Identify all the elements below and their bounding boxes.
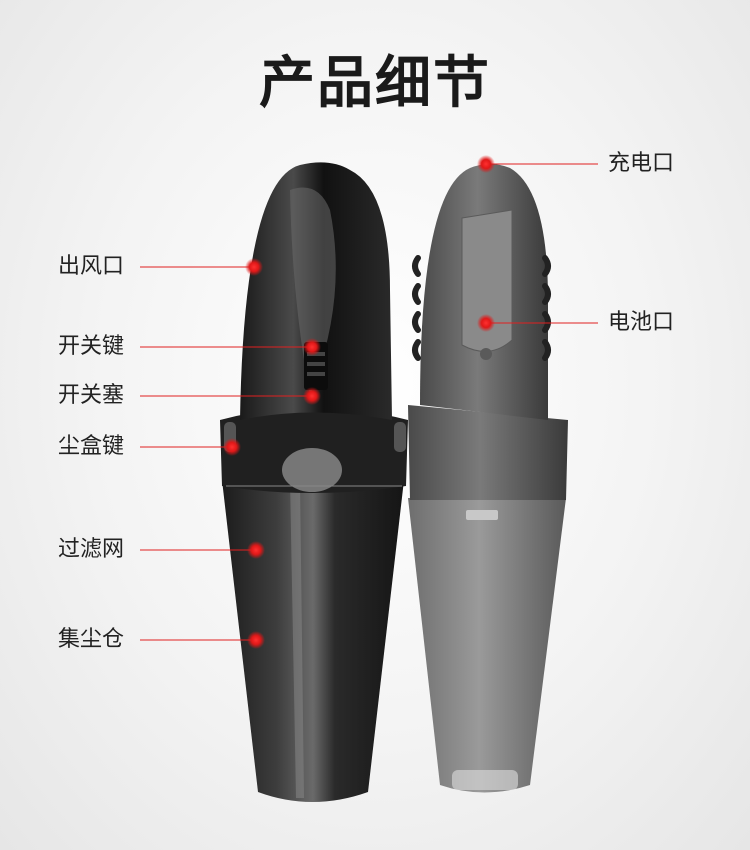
callout-dot-filter: [247, 541, 265, 559]
callout-dot-charging-port: [477, 155, 495, 173]
callout-label-charging-port: 充电口: [608, 151, 675, 176]
callout-dot-dust-box-key: [223, 438, 241, 456]
callout-dot-battery-port: [477, 314, 495, 332]
callout-label-switch-key: 开关键: [58, 334, 125, 359]
callout-dot-switch-plug: [303, 387, 321, 405]
callout-dot-switch-key: [303, 338, 321, 356]
callout-dot-outlet: [245, 258, 263, 276]
callout-dot-dust-bin: [247, 631, 265, 649]
callout-label-dust-box-key: 尘盒键: [58, 434, 125, 459]
back-unit: [408, 164, 568, 793]
page-title: 产品细节: [259, 51, 491, 116]
callout-label-outlet: 出风口: [58, 254, 125, 279]
callout-label-filter: 过滤网: [58, 537, 125, 562]
callout-markers: [140, 155, 598, 649]
callout-label-battery-port: 电池口: [608, 310, 675, 335]
front-unit: [220, 162, 408, 802]
callout-label-dust-bin: 集尘仓: [58, 627, 125, 652]
callout-label-switch-plug: 开关塞: [58, 383, 125, 408]
